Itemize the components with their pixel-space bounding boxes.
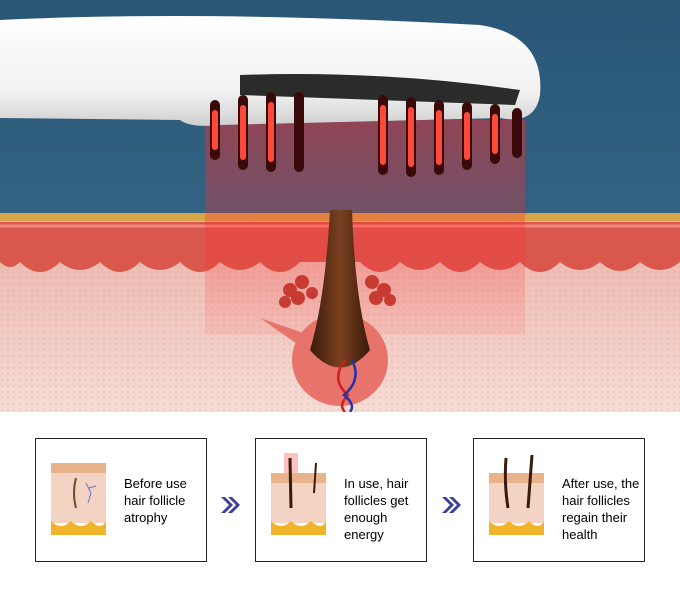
scalp-cross-section-graphic: [0, 0, 680, 412]
double-chevron-right-icon: [221, 497, 240, 513]
skin-layer-icon: [51, 463, 106, 535]
skin-layer-healthy-icon: [489, 454, 544, 535]
skin-layer-laser-icon: [271, 453, 326, 535]
step-card-after-use: After use, the hair follicles regain the…: [473, 438, 645, 562]
step-text-in-use: In use, hair follicles get enough energy: [344, 476, 409, 542]
step-text-before-use: Before use hair follicle atrophy: [124, 476, 187, 525]
step-card-in-use: In use, hair follicles get enough energy: [255, 438, 427, 562]
step-text-after-use: After use, the hair follicles regain the…: [562, 476, 640, 542]
laser-comb-illustration: [0, 0, 680, 412]
step-card-before-use: Before use hair follicle atrophy: [35, 438, 207, 562]
usage-steps: Before use hair follicle atrophy In use,…: [0, 412, 680, 597]
double-chevron-right-icon: [442, 497, 461, 513]
